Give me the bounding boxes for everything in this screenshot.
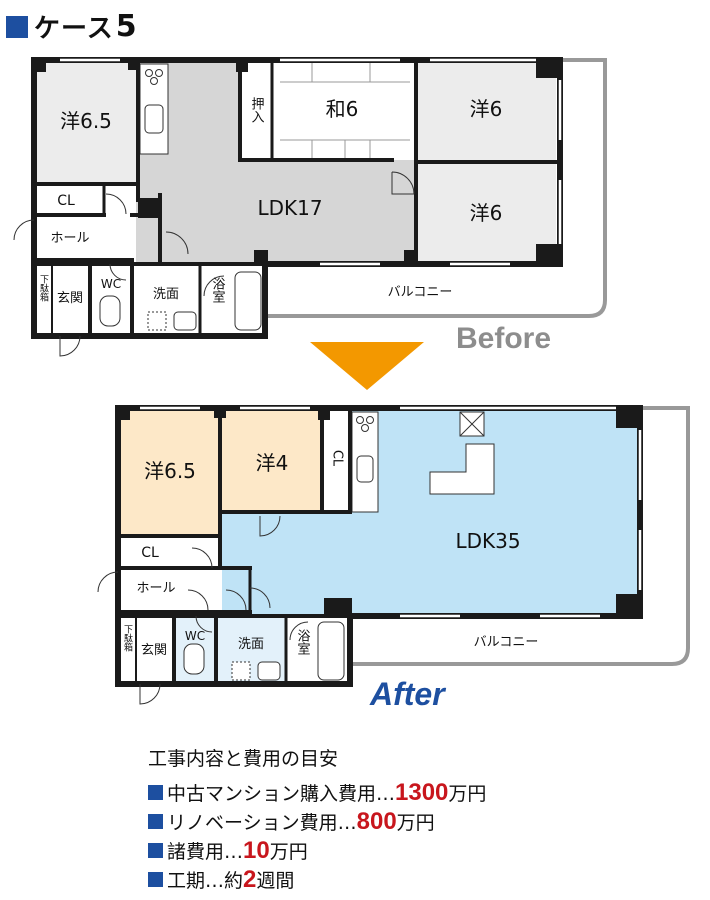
after-label-yo65: 洋6.5 [144,459,196,483]
cost-row: 中古マンション購入費用… 1300 万円 [148,779,486,808]
title-square-icon [6,15,28,38]
cost-row: 工期…約 2 週間 [148,866,486,895]
bullet-square-icon [148,785,163,800]
after-label: After [370,676,445,712]
cost-value: 10 [243,837,270,864]
after-room-yo4 [222,410,322,510]
bullet-square-icon [148,872,163,887]
title-prefix: ケース [34,14,114,44]
after-label-wc: WC [185,629,205,643]
before-room-wa6 [272,62,416,160]
before-balcony-outline [265,58,607,318]
before-bathtub [234,271,262,331]
cost-value: 800 [356,808,397,835]
before-label-yo65: 洋6.5 [60,109,112,133]
cost-unit: 万円 [396,812,435,834]
title-number: 5 [115,9,138,44]
cost-label: リノベーション費用… [167,812,357,834]
before-label-cl: CL [57,193,75,209]
after-label-hall: ホール [136,581,175,596]
before-label: Before [456,322,552,355]
before-label-yo6a: 洋6 [470,97,503,121]
after-kitchen-counter [351,411,379,513]
page-title: ケース 5 [6,8,138,45]
after-doors [97,515,309,705]
after-label-cl: CL [141,545,159,561]
cost-row: リノベーション費用… 800 万円 [148,808,486,837]
cost-heading: 工事内容と費用の目安 [148,748,339,770]
before-label-genkan: 玄関 [57,291,83,306]
before-label-yo6b: 洋6 [470,201,503,225]
before-label-yokushitsu: 浴室 [210,277,226,303]
before-room-yo6b [416,164,556,262]
after-windows [140,406,642,618]
before-label-balcony: バルコニー [388,285,453,300]
before-windows [60,58,562,266]
before-room-yo6a [416,62,556,160]
before-label-oshiire: 押入 [249,97,265,123]
before-label-wc: WC [101,277,121,291]
before-label-ldk: LDK17 [257,196,322,220]
before-label-hall: ホール [50,231,89,246]
cost-value: 1300 [395,779,449,806]
after-ldk-area [350,410,638,616]
before-doors [13,171,415,357]
cost-row: 諸費用… 10 万円 [148,837,486,866]
after-label-genkan: 玄関 [141,643,167,658]
cost-unit: 万円 [269,841,308,863]
after-label-getabako: 下駄箱 [122,625,133,653]
down-arrow-icon [310,342,424,390]
before-tatami [280,62,410,160]
before-toilet [99,295,121,327]
before-label-senmen: 洗面 [153,287,179,302]
cost-unit: 万円 [448,783,487,805]
cost-label: 工期…約 [167,870,244,892]
before-room-yo65 [36,62,136,182]
after-label-balcony: バルコニー [474,635,539,650]
after-kitchen-island [429,443,495,495]
after-label-ldk: LDK35 [455,529,520,553]
before-label-getabako: 下駄箱 [38,275,49,303]
cost-unit: 週間 [256,870,295,892]
before-label-wa6: 和6 [326,97,359,121]
before-plan: 洋6.5 和6 洋6 洋6 LDK17 CL ホール 押入 WC 洗面 浴室 玄… [13,57,607,357]
after-label-cl2: CL [330,450,345,467]
after-plan: 洋6.5 洋4 LDK35 CL CL ホール WC 洗面 浴室 玄関 下駄箱 … [97,405,690,705]
after-label-senmen: 洗面 [238,637,264,652]
cost-label: 諸費用… [167,841,244,863]
after-label-yokushitsu: 浴室 [295,629,311,655]
bullet-square-icon [148,843,163,858]
cost-label: 中古マンション購入費用… [167,783,396,805]
after-bathtub [317,621,345,681]
cost-value: 2 [243,866,257,893]
bullet-square-icon [148,814,163,829]
after-balcony-outline [350,406,690,666]
cost-summary: 工事内容と費用の目安 中古マンション購入費用… 1300 万円 リノベーション費… [148,744,486,895]
after-toilet [183,643,205,675]
after-room-yo65 [120,410,220,534]
after-label-yo4: 洋4 [256,451,289,475]
